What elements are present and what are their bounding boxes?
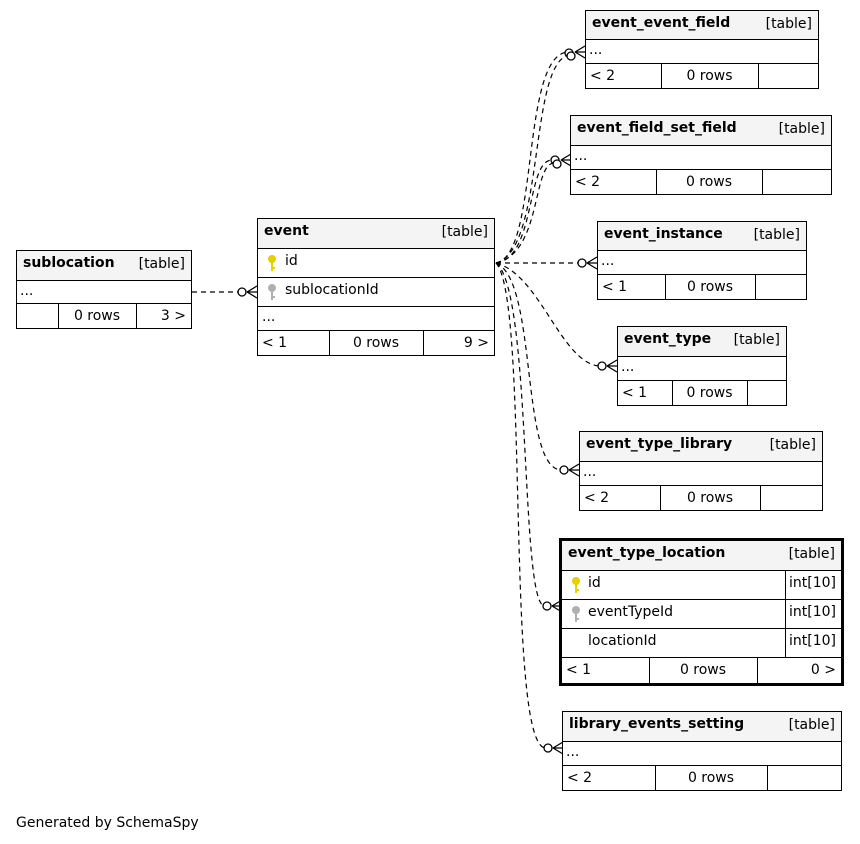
columns-ellipsis: ... [621,359,635,375]
foreign-key-icon [268,284,276,300]
edge-event-event_field_set_field-b [495,162,555,264]
row-count: 0 rows [686,68,733,84]
parents-count[interactable]: < 2 [567,770,593,786]
edge-event-library_events_setting [495,262,546,749]
parents-count[interactable]: < 1 [262,335,288,351]
table-kind: [table] [765,16,812,32]
table-kind: [table] [733,332,780,348]
foreign-key-icon [572,606,580,622]
edge-event-event_event_field-b [495,54,571,264]
table-kind: [table] [753,227,800,243]
table-kind: [table] [138,256,185,272]
table-name[interactable]: event_instance [604,226,723,242]
table-kind: [table] [778,121,825,137]
column-locationId: locationId [588,633,657,649]
parents-count[interactable]: < 1 [602,279,628,295]
parents-count[interactable]: < 2 [575,174,601,190]
parents-count[interactable]: < 2 [584,490,610,506]
table-name[interactable]: event_event_field [592,15,731,31]
parents-count[interactable]: < 1 [566,662,592,678]
edge-event-event_field_set_field [495,159,553,264]
columns-ellipsis: ... [262,309,276,325]
table-event_type_location[interactable]: event_type_location [table] id int[10] e… [559,538,844,686]
row-count: 0 rows [73,308,121,324]
row-count: 0 rows [686,490,734,506]
table-kind: [table] [769,437,816,453]
column-eventTypeId-type: int[10] [789,604,836,620]
table-name[interactable]: event [264,223,309,239]
row-count: 0 rows [687,770,735,786]
column-id: id [588,575,601,591]
children-count[interactable]: 9 > [463,335,489,351]
children-count[interactable]: 3 > [160,308,186,324]
row-count: 0 rows [686,279,734,295]
table-kind: [table] [441,224,488,240]
parents-count[interactable]: < 2 [590,68,616,84]
primary-key-icon [268,255,276,271]
row-count: 0 rows [352,335,400,351]
table-name[interactable]: event_field_set_field [577,120,737,136]
columns-ellipsis: ... [601,253,615,269]
column-locationId-type: int[10] [789,633,836,649]
column-id-type: int[10] [789,575,836,591]
table-library_events_setting[interactable]: library_events_setting [table] ... < 2 0… [562,711,842,791]
table-name[interactable]: event_type [624,331,712,347]
primary-key-icon [572,577,580,593]
children-count[interactable]: 0 > [810,662,836,678]
columns-ellipsis: ... [583,464,597,480]
table-kind: [table] [788,546,835,562]
generated-by-footer: Generated by SchemaSpy [16,815,199,831]
table-name[interactable]: sublocation [23,255,115,271]
columns-ellipsis: ... [20,283,34,299]
table-kind: [table] [788,717,835,733]
parents-count[interactable]: < 1 [622,385,648,401]
column-eventTypeId: eventTypeId [588,604,674,620]
column-id: id [285,253,298,269]
table-name[interactable]: event_type_library [586,436,733,452]
column-sublocationId: sublocationId [285,282,379,298]
table-event_type[interactable]: event_type [table] ... < 1 0 rows [617,326,787,406]
table-event[interactable]: event [table] id sublocationId ... < 1 0… [257,218,495,356]
columns-ellipsis: ... [566,744,580,760]
table-event_event_field[interactable]: event_event_field [table] ... < 2 0 rows [585,10,819,89]
edge-event-event_event_field [495,51,569,264]
table-event_field_set_field[interactable]: event_field_set_field [table] ... < 2 0 … [570,115,832,195]
table-name[interactable]: event_type_location [568,545,726,561]
table-event_type_library[interactable]: event_type_library [table] ... < 2 0 row… [579,431,823,511]
row-count: 0 rows [685,174,733,190]
edge-event-event_type_location [495,262,545,607]
columns-ellipsis: ... [589,42,603,58]
table-event_instance[interactable]: event_instance [table] ... < 1 0 rows [597,221,807,300]
edge-event-event_type [495,262,599,367]
table-name[interactable]: library_events_setting [569,716,745,732]
columns-ellipsis: ... [574,148,588,164]
edge-event-event_type_library [495,262,562,471]
table-sublocation[interactable]: sublocation [table] ... 0 rows 3 > [16,250,192,329]
row-count: 0 rows [686,385,733,401]
row-count: 0 rows [679,662,727,678]
